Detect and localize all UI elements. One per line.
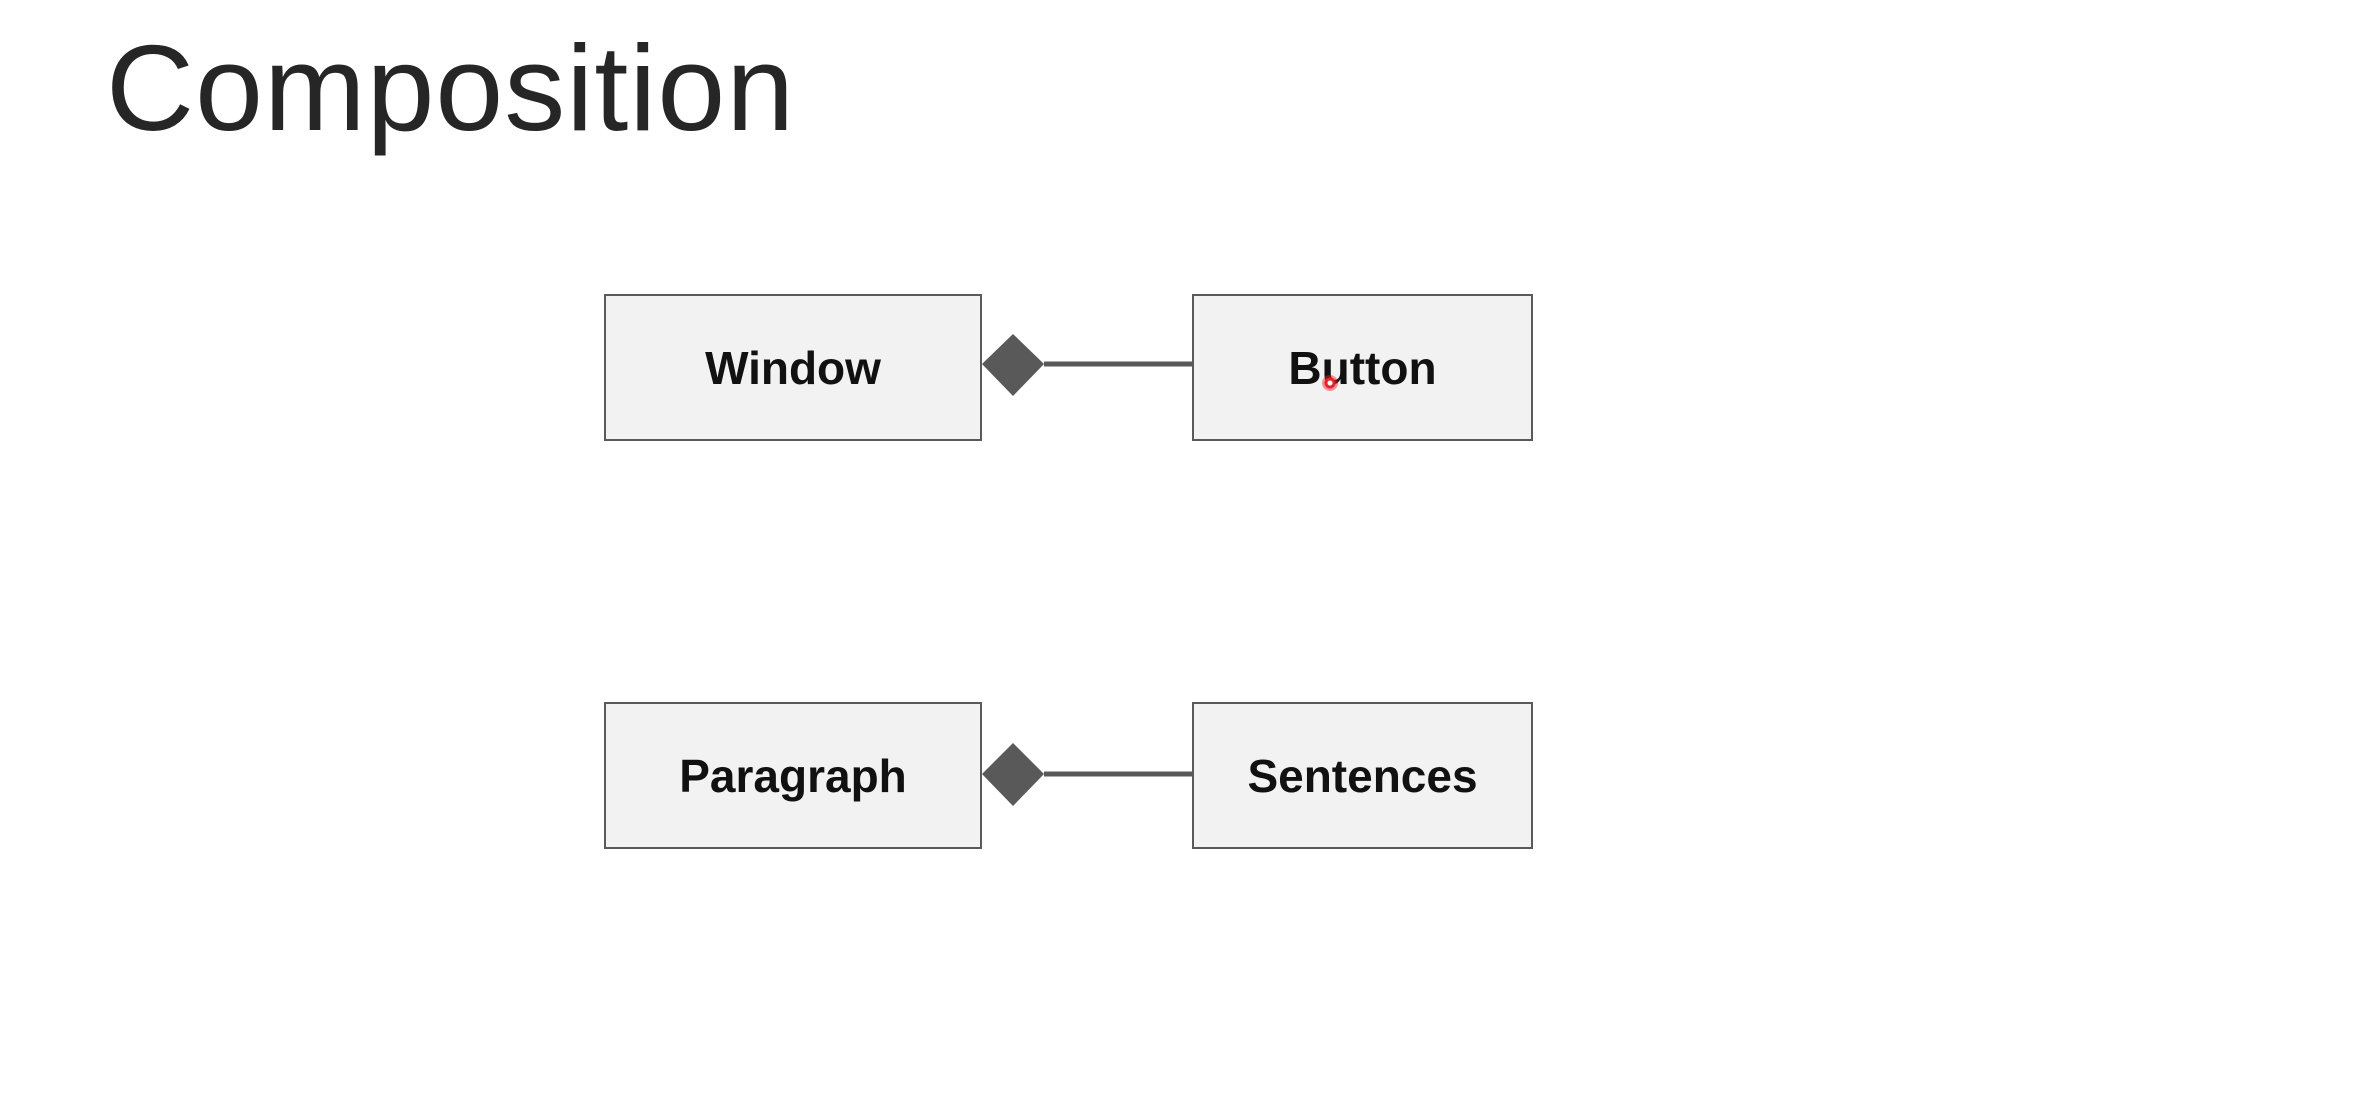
class-box-window: Window [604, 294, 982, 441]
laser-pointer-icon [1322, 375, 1338, 391]
class-label-button: Button [1288, 341, 1437, 394]
class-box-paragraph: Paragraph [604, 702, 982, 849]
class-box-button: Button [1192, 294, 1533, 441]
class-label-window: Window [705, 341, 881, 394]
class-label-sentences: Sentences [1247, 749, 1478, 802]
slide-title: Composition [106, 20, 796, 156]
composition-diamond-icon [982, 334, 1044, 396]
relation-paragraph-sentences [982, 743, 1192, 806]
class-label-paragraph: Paragraph [679, 749, 907, 802]
composition-diamond-icon [982, 743, 1044, 806]
class-box-sentences: Sentences [1192, 702, 1533, 849]
relation-window-button [982, 334, 1192, 396]
